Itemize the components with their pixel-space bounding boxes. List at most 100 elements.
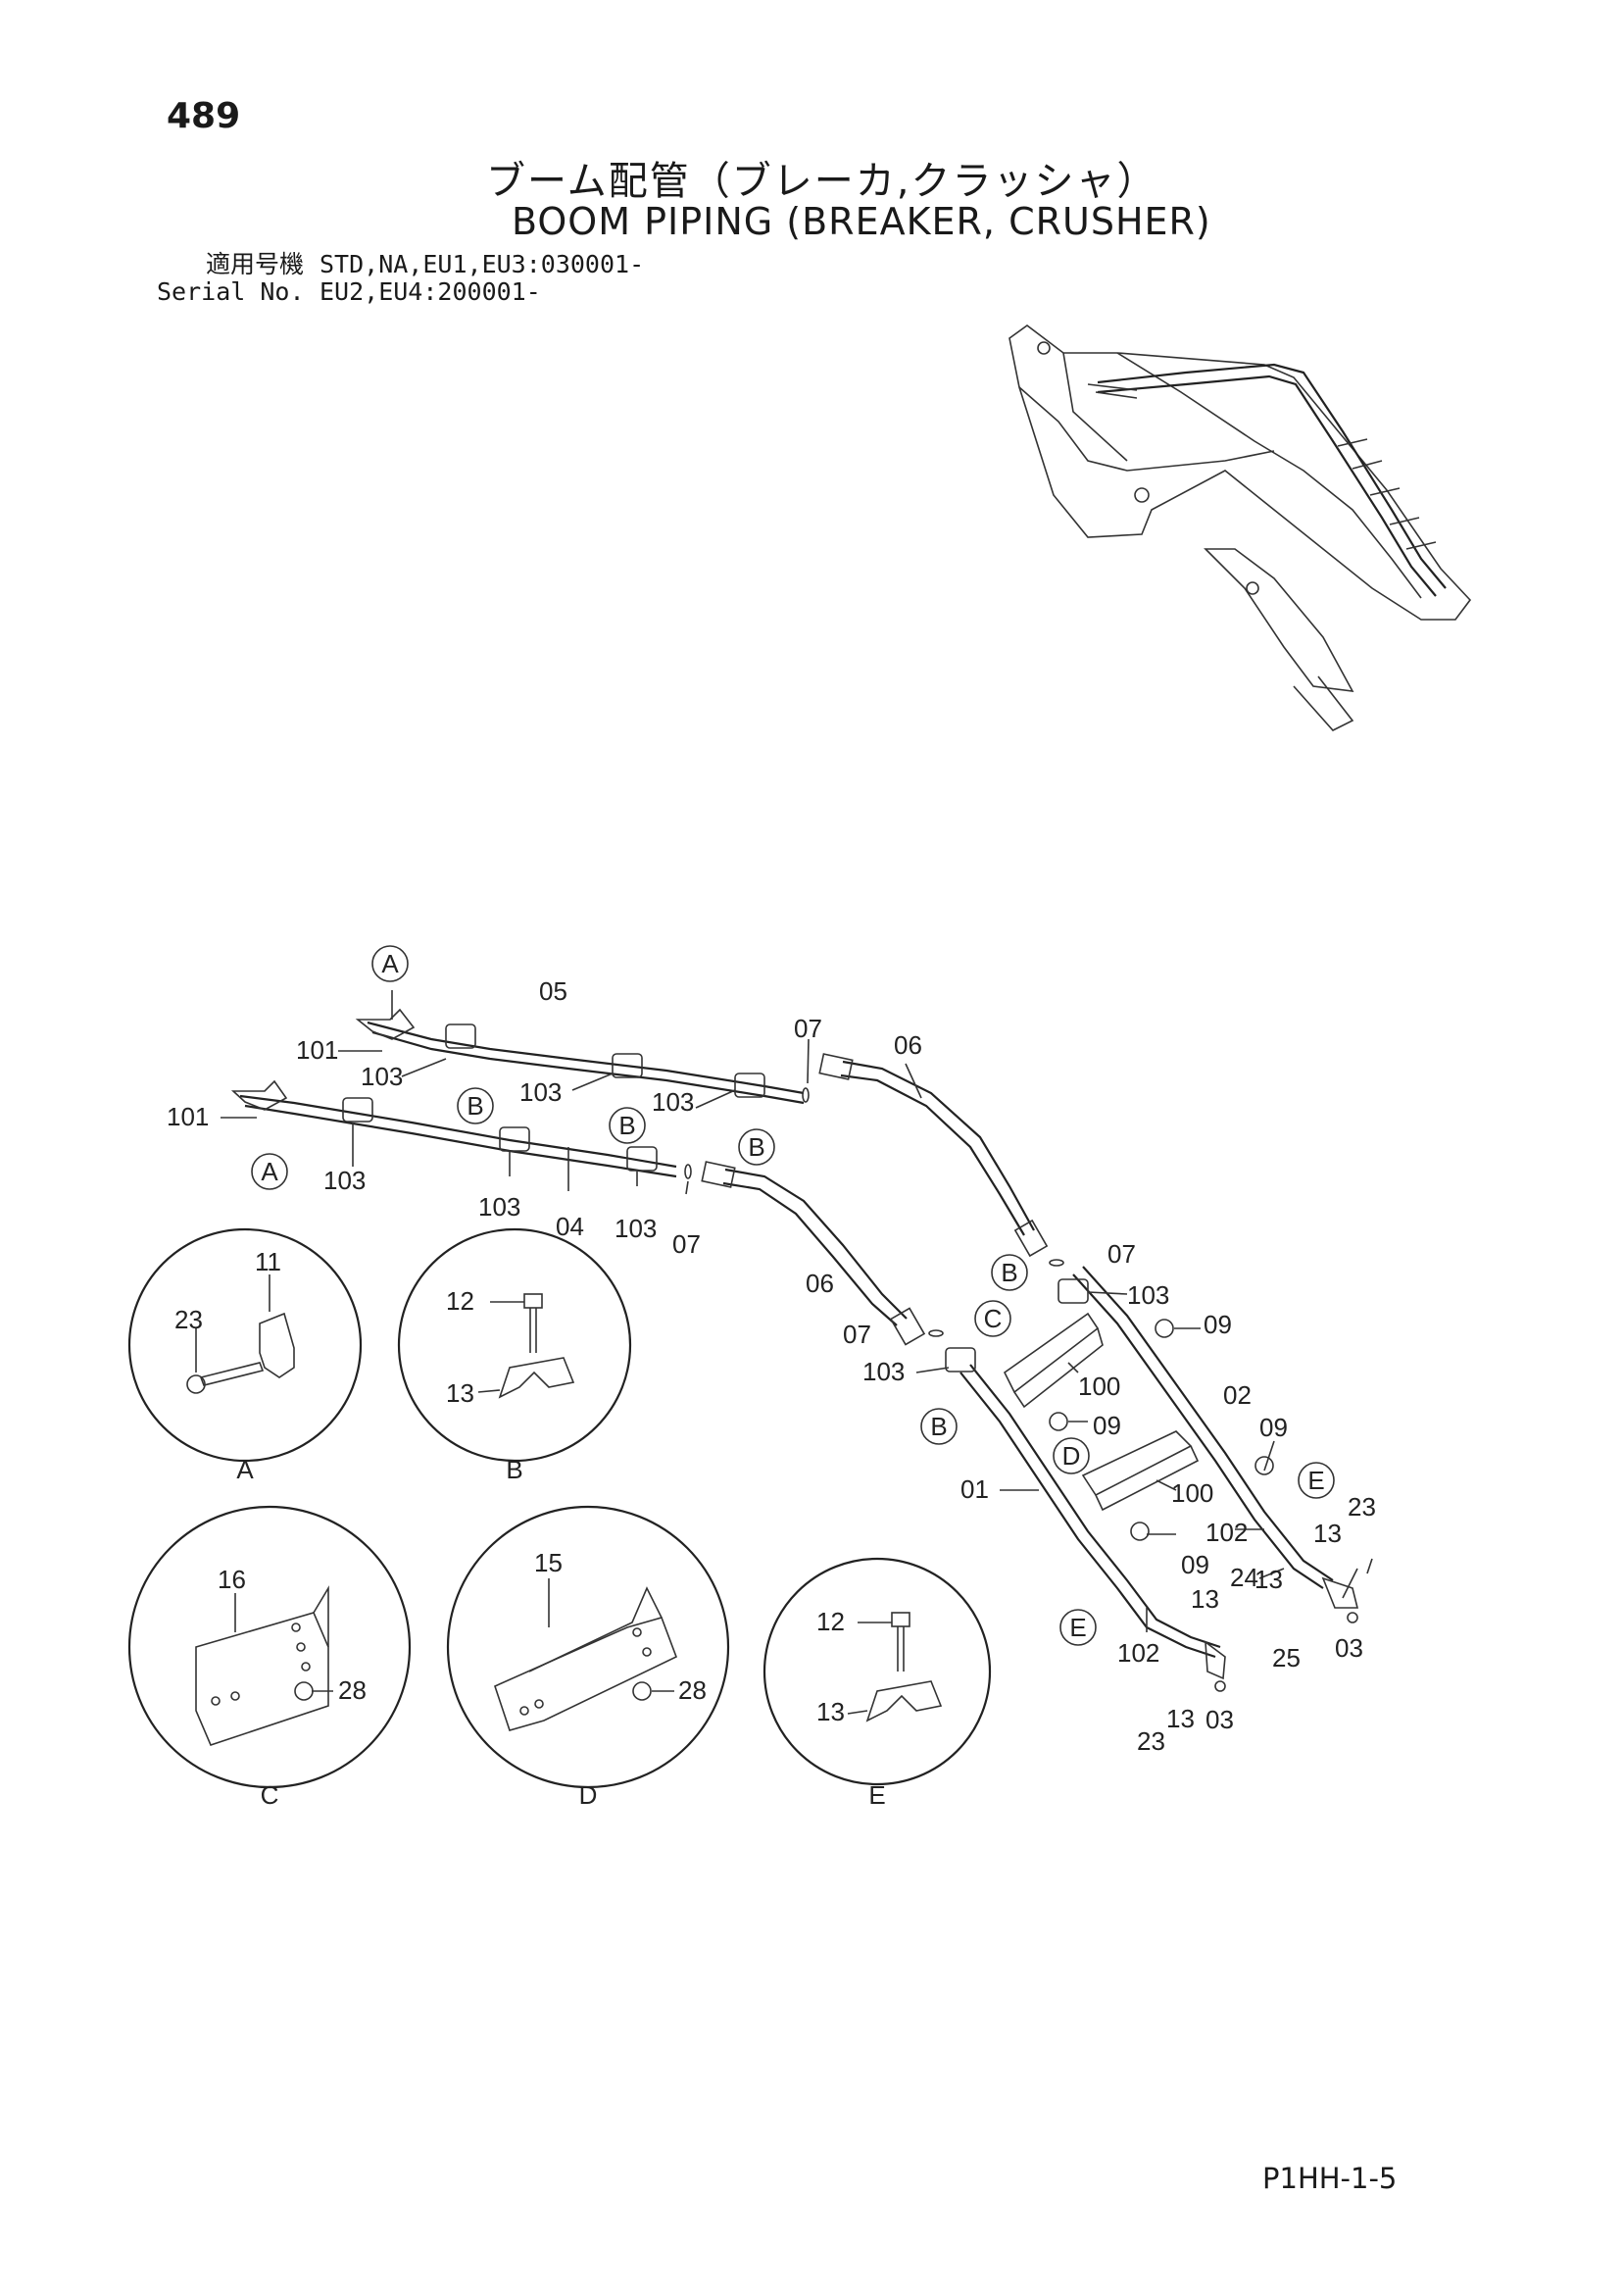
detail-view-b: 12 13 B [397, 1227, 632, 1484]
part-label: 103 [478, 1192, 520, 1222]
callout-a[interactable]: A [371, 945, 409, 982]
detail-label-c: C [261, 1780, 279, 1810]
pipe-01 [959, 1364, 1221, 1659]
part-label: 09 [1204, 1310, 1232, 1339]
part-label: 02 [1223, 1380, 1252, 1410]
callout-b[interactable]: B [609, 1107, 646, 1144]
detail-view-c: 16 28 C [127, 1505, 412, 1810]
clamps-103 [342, 1023, 1089, 1373]
part-label: 06 [894, 1030, 922, 1060]
title-english: BOOM PIPING (BREAKER, CRUSHER) [512, 200, 1211, 243]
part-label: 12 [816, 1607, 845, 1636]
serial-row: Serial No.EU2,EU4:200001- [157, 278, 644, 306]
part-label: 13 [816, 1697, 845, 1726]
pipe-04 [239, 1094, 677, 1178]
part-label: 07 [794, 1014, 822, 1043]
part-label: 103 [862, 1357, 905, 1386]
callout-d[interactable]: D [1053, 1437, 1090, 1474]
callout-b-label: B [748, 1132, 764, 1162]
part-label: 103 [1127, 1280, 1169, 1310]
detail-view-e: 12 13 E [762, 1557, 992, 1810]
part-label: 13 [1254, 1565, 1283, 1594]
part-label: 23 [1348, 1492, 1376, 1522]
part-label: 16 [218, 1565, 246, 1594]
part-label: 100 [1171, 1478, 1213, 1508]
elbow-fittings-03 [1205, 1576, 1359, 1692]
serial-label: 適用号機 [205, 250, 304, 278]
part-label: 09 [1181, 1550, 1209, 1579]
footer-code: P1HH-1-5 [1262, 2162, 1398, 2195]
callout-b[interactable]: B [457, 1087, 494, 1124]
part-label: 103 [615, 1214, 657, 1243]
part-label: 28 [338, 1675, 367, 1705]
part-label: 13 [1191, 1584, 1219, 1614]
detail-view-d: 15 28 D [446, 1505, 730, 1810]
hose-06-lower [701, 1161, 926, 1346]
title-japanese: ブーム配管（ブレーカ,クラッシャ） [486, 159, 1158, 204]
callout-d-label: D [1062, 1441, 1081, 1471]
callout-b-label: B [618, 1111, 635, 1140]
part-label: 13 [446, 1378, 474, 1408]
part-label: 103 [323, 1166, 366, 1195]
part-label: 01 [960, 1474, 989, 1504]
part-label: 24 [1230, 1563, 1258, 1592]
part-label: 13 [1313, 1519, 1342, 1548]
part-label: 03 [1335, 1633, 1363, 1663]
part-label: 04 [556, 1212, 584, 1241]
callout-e[interactable]: E [1059, 1609, 1097, 1646]
part-label: 101 [296, 1035, 338, 1065]
callout-e-label: E [1307, 1466, 1324, 1495]
part-label: 102 [1117, 1638, 1159, 1668]
part-labels: 05 07 06 101 103 103 103 101 103 103 04 … [167, 976, 1376, 1756]
detail-label-b: B [506, 1455, 522, 1484]
callout-b[interactable]: B [991, 1254, 1028, 1291]
part-label: 103 [652, 1087, 694, 1117]
callout-a[interactable]: A [251, 1153, 288, 1190]
detail-label-a: A [236, 1455, 254, 1484]
orings-07 [684, 1087, 1064, 1337]
part-label: 103 [519, 1077, 562, 1107]
page-number: 489 [167, 96, 241, 136]
fittings-101 [230, 1008, 416, 1111]
part-label: 13 [1166, 1704, 1195, 1733]
part-label: 03 [1205, 1705, 1234, 1734]
callout-e[interactable]: E [1298, 1462, 1335, 1499]
callout-group: A A B B B B B C D E E [251, 945, 1335, 1646]
part-label: 11 [255, 1247, 281, 1276]
callout-b-label: B [467, 1091, 483, 1121]
callout-c[interactable]: C [974, 1300, 1011, 1337]
part-label: 05 [539, 976, 567, 1006]
detail-label-d: D [579, 1780, 598, 1810]
part-label: 07 [1107, 1239, 1136, 1269]
part-label: 103 [361, 1062, 403, 1091]
part-label: 12 [446, 1286, 474, 1316]
part-label: 23 [1137, 1726, 1165, 1756]
callout-a-label: A [261, 1157, 278, 1186]
callout-b[interactable]: B [738, 1128, 775, 1166]
part-label: 09 [1259, 1413, 1288, 1442]
callout-b[interactable]: B [920, 1408, 958, 1445]
part-label: 07 [672, 1229, 701, 1259]
boom-overview-illustration [1008, 324, 1472, 731]
part-label: 06 [806, 1269, 834, 1298]
bracket-100-d [1081, 1430, 1200, 1512]
part-label: 102 [1205, 1518, 1248, 1547]
part-label: 07 [843, 1320, 871, 1349]
bracket-100-c [1003, 1312, 1104, 1409]
callout-c-label: C [984, 1304, 1003, 1333]
part-label: 23 [174, 1305, 203, 1334]
callout-b-label: B [1001, 1258, 1017, 1287]
callout-b-label: B [930, 1412, 947, 1441]
part-label: 28 [678, 1675, 707, 1705]
detail-view-a: 11 23 A [127, 1227, 363, 1484]
hose-06-upper [818, 1053, 1049, 1258]
part-label: 101 [167, 1102, 209, 1131]
plugs-09 [1049, 1319, 1274, 1541]
callout-e-label: E [1069, 1613, 1086, 1642]
part-label: 100 [1078, 1372, 1120, 1401]
callout-a-label: A [381, 949, 399, 978]
serial-value: EU2,EU4:200001- [320, 277, 541, 306]
